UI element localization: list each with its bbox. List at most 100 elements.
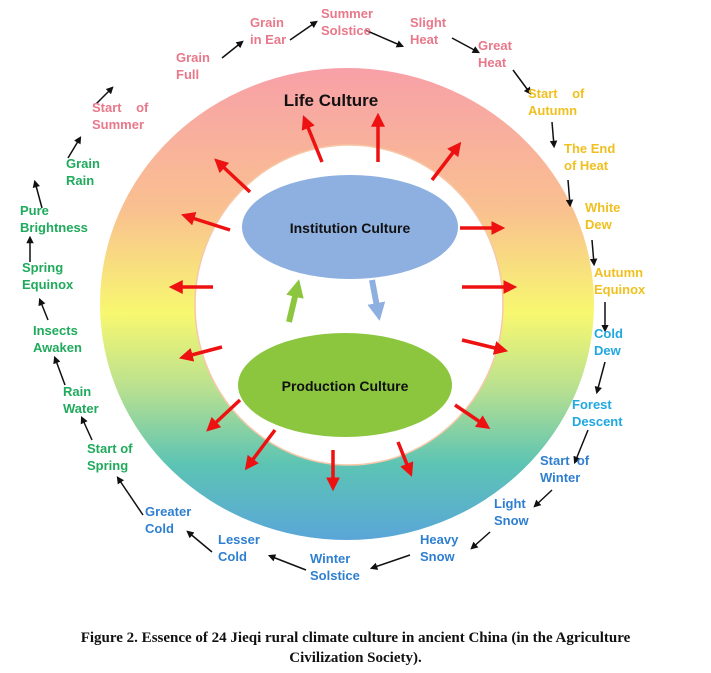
solar-term-text: Heat — [478, 55, 507, 70]
solar-term-text: Equinox — [594, 282, 646, 297]
solar-term-text: Cold — [145, 521, 174, 536]
sequence-arrow — [267, 554, 307, 571]
solar-term-text: Snow — [494, 513, 530, 528]
solar-term-text: The End — [564, 141, 615, 156]
solar-term-text: Snow — [420, 549, 456, 564]
solar-term-text: Solstice — [321, 23, 371, 38]
solar-term-text: Cold — [594, 326, 623, 341]
sequence-arrow — [364, 29, 405, 48]
sequence-arrow — [451, 37, 480, 54]
blue-arrow-down — [367, 279, 386, 321]
jieqi-diagram: Institution Culture Production Culture L… — [20, 6, 646, 583]
solar-term-text: Rain — [63, 384, 91, 399]
solar-term-text: Grain — [66, 156, 100, 171]
solar-term-label: Start of Autumn — [528, 86, 585, 118]
solar-term-text: Grain — [176, 50, 210, 65]
solar-term-text: Great — [478, 38, 513, 53]
influence-arrow — [301, 115, 324, 163]
solar-term-text: Spring — [22, 260, 63, 275]
solar-term-text: Full — [176, 67, 199, 82]
influence-arrow — [430, 141, 462, 182]
solar-term-label: The End of Heat — [564, 141, 615, 173]
influence-arrow — [396, 441, 414, 477]
influence-arrow — [454, 403, 491, 429]
sequence-arrow — [512, 69, 532, 95]
solar-term-text: Pure — [20, 203, 49, 218]
caption-line-2: Civilization Society). — [289, 650, 422, 666]
caption-line-1: Figure 2. Essence of 24 Jieqi rural clim… — [80, 630, 631, 646]
solar-term-text: Rain — [66, 173, 94, 188]
solar-term-text: Light — [494, 496, 526, 511]
institution-culture-ellipse — [242, 175, 458, 279]
influence-arrow — [214, 158, 252, 194]
green-arrow-up — [286, 279, 304, 323]
solar-term-text: Dew — [594, 343, 622, 358]
sequence-arrow — [549, 121, 558, 149]
solar-term-text: Greater — [145, 504, 191, 519]
institution-culture-label: Institution Culture — [290, 220, 411, 236]
solar-term-text: Autumn — [528, 103, 577, 118]
influence-arrow — [206, 398, 242, 432]
solar-term-text: Dew — [585, 217, 613, 232]
solar-term-text: of Heat — [564, 158, 609, 173]
solar-term-text: Awaken — [33, 340, 82, 355]
sequence-arrow — [533, 489, 553, 508]
sequence-arrow — [470, 531, 491, 550]
solar-term-text: Forest — [572, 397, 612, 412]
solar-term-text: Lesser — [218, 532, 260, 547]
solar-term-label: Grain in Ear — [250, 15, 286, 47]
influence-arrow — [180, 211, 231, 232]
solar-term-text: Summer — [321, 6, 373, 21]
sequence-arrow — [565, 179, 574, 208]
solar-term-text: Summer — [92, 117, 144, 132]
sequence-arrow — [589, 239, 598, 267]
influence-arrow — [244, 428, 277, 471]
sequence-arrow — [80, 415, 93, 441]
sequence-arrow — [53, 355, 66, 386]
solar-term-text: Insects — [33, 323, 78, 338]
solar-term-text: Winter — [540, 470, 580, 485]
solar-term-text: Grain — [250, 15, 284, 30]
production-culture-ellipse — [238, 333, 452, 437]
sequence-arrow — [116, 476, 144, 516]
solar-term-text: Descent — [572, 414, 623, 429]
solar-term-text: Start of — [87, 441, 133, 456]
solar-term-text: Cold — [218, 549, 247, 564]
sequence-arrow — [67, 136, 82, 159]
sequence-arrow — [369, 554, 411, 570]
solar-term-label: Start of Summer — [92, 100, 149, 132]
sequence-arrow — [38, 297, 49, 321]
influence-arrow — [461, 338, 509, 355]
sequence-arrow — [289, 20, 318, 41]
solar-term-text: Heat — [410, 32, 439, 47]
production-culture-label: Production Culture — [282, 378, 409, 394]
solar-term-text: Start of — [540, 453, 590, 468]
solar-term-text: Start of — [528, 86, 585, 101]
solar-term-text: Solstice — [310, 568, 360, 583]
sequence-arrow — [573, 429, 589, 465]
solar-term-text: in Ear — [250, 32, 286, 47]
solar-term-text: Start of — [92, 100, 149, 115]
life-culture-label: Life Culture — [284, 91, 378, 110]
sequence-arrow — [186, 530, 213, 553]
sequence-arrow — [32, 179, 43, 209]
solar-term-label: Start of Winter — [540, 453, 590, 485]
solar-term-text: Brightness — [20, 220, 88, 235]
